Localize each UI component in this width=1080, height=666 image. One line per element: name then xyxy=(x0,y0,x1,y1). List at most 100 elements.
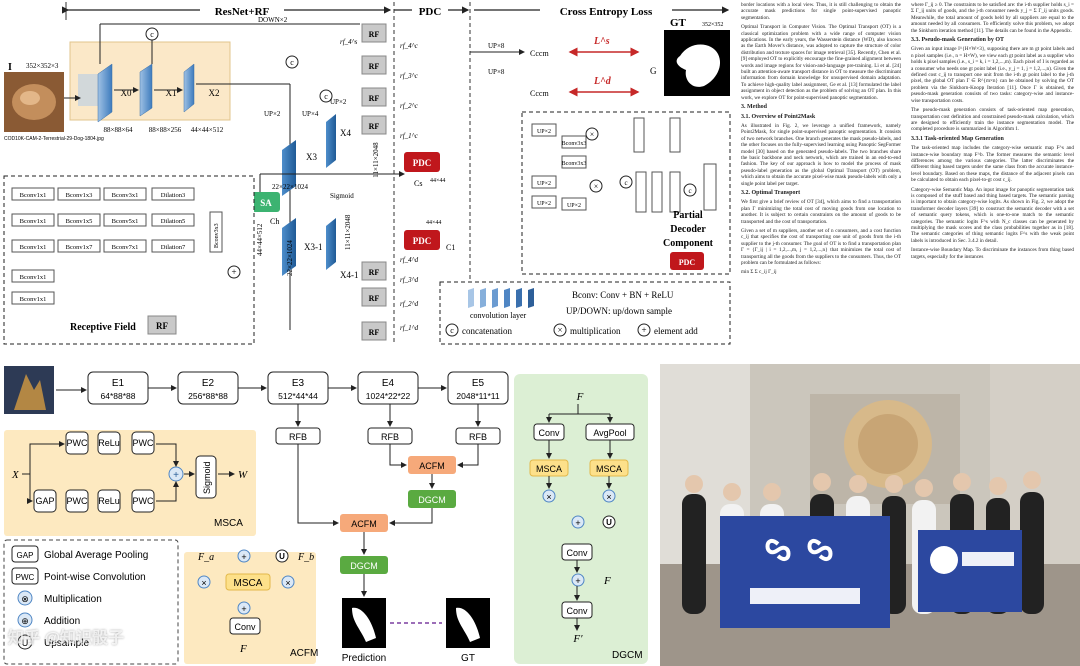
encoder-dims: 64*88*88 xyxy=(101,391,136,401)
rf-boxes-top: RF RF RF RF xyxy=(361,23,387,135)
msca-gap: GAP xyxy=(35,496,54,506)
legend-updown: UP/DOWN: up/down sample xyxy=(566,306,672,316)
svg-text:×: × xyxy=(285,578,290,588)
rf-feat-3d: rf_3^d xyxy=(400,276,419,284)
dgcm-f: F xyxy=(603,575,611,587)
rf-node-label: Bconv1x7 xyxy=(66,244,93,251)
framework-diagram: ResNet+RF PDC Cross Entropy Loss I 352×3… xyxy=(0,0,735,348)
rf-node-label: Bconv1x1 xyxy=(20,218,47,225)
msca-title: MSCA xyxy=(214,518,243,529)
msca-x: X xyxy=(11,469,20,481)
legend-text: Point-wise Convolution xyxy=(44,572,146,583)
enc-x2: X2 xyxy=(209,88,220,98)
gt-label: GT xyxy=(670,17,687,29)
rf-feat-1d: rf_1^d xyxy=(400,324,419,332)
acfm-2: ACFM xyxy=(351,519,377,529)
rf-t2: RF xyxy=(369,62,380,71)
paper-paragraph: The pseudo-mask generation consists of t… xyxy=(911,107,1074,133)
section-pdc: PDC xyxy=(419,6,442,18)
legend-bconv: Bconv: Conv + BN + ReLU xyxy=(572,290,674,300)
acfm-f: F xyxy=(239,643,247,655)
paper-page: border locations with a local view. Thus… xyxy=(737,0,1080,358)
pdc-n1: UP×2 xyxy=(537,129,551,135)
dgcm-f-out: F′ xyxy=(572,633,583,645)
legend-key: PWC xyxy=(16,573,35,582)
pdc-title-1: Partial xyxy=(673,210,703,221)
pdc-n6: Bconv3x3 xyxy=(562,161,587,167)
acfm-conv: Conv xyxy=(234,622,256,632)
dim-x3: 22×22×1024 xyxy=(272,183,308,191)
svg-text:c: c xyxy=(624,179,627,187)
pdc-bot-label: PDC xyxy=(413,236,432,246)
rf-node-label: Bconv1x5 xyxy=(66,218,93,225)
legend-text: Global Average Pooling xyxy=(44,550,148,561)
encoder-name: E2 xyxy=(202,378,215,389)
paper-heading: 3.3.1 Task-oriented Map Generation xyxy=(911,135,1004,142)
legend-text: Upsample xyxy=(44,638,89,649)
encoder-dims: 256*88*88 xyxy=(188,391,228,401)
pdc-top-label: PDC xyxy=(413,158,432,168)
rf-node-box xyxy=(11,213,55,227)
paper-paragraph: Category-wise Semantic Map. An input ima… xyxy=(911,186,1074,244)
ld-label: L^d xyxy=(593,76,612,87)
dim-x41: 11×11×2048 xyxy=(344,214,352,250)
rf-node-label: Bconv5x1 xyxy=(112,218,139,225)
up-1: UP×2 xyxy=(264,110,281,118)
rf-node-label: Dilation5 xyxy=(161,218,186,225)
svg-text:+: + xyxy=(231,267,236,277)
rf-b2: RF xyxy=(369,294,380,303)
rf-t4: RF xyxy=(369,122,380,131)
rf-feat-2d: rf_2^d xyxy=(400,300,419,308)
paper-heading: 3. Method xyxy=(741,104,767,111)
rf-node-label: Bconv1x1 xyxy=(20,274,47,281)
legend-layer: convolution layer xyxy=(470,311,527,320)
svg-text:×: × xyxy=(606,492,611,502)
paper-col-2: where Γ_ij ≥ 0. The constraints to be sa… xyxy=(911,2,1074,263)
rf-b3: RF xyxy=(369,328,380,337)
gt-size: 352×352 xyxy=(702,22,723,28)
svg-text:c: c xyxy=(324,92,328,101)
rf-feat-s: rf_4^s xyxy=(340,38,358,46)
dgcm-1: DGCM xyxy=(418,495,446,505)
ls-label: L^s xyxy=(593,36,610,47)
sa-label: SA xyxy=(260,198,272,208)
dgcm-conv-3: Conv xyxy=(566,606,588,616)
paper-heading: 3.1. Overview of Point2Mask xyxy=(741,113,816,120)
legend-mult: multiplication xyxy=(570,326,621,336)
rf-node-box xyxy=(11,239,55,253)
encoder-name: E1 xyxy=(112,378,125,389)
rf-node-box xyxy=(103,239,147,253)
dgcm-f-in: F xyxy=(576,391,584,403)
up-4: UP×8 xyxy=(488,42,505,50)
svg-text:c: c xyxy=(450,326,454,335)
rf-node-box xyxy=(11,291,55,305)
up-3: UP×2 xyxy=(330,98,347,106)
up-5: UP×8 xyxy=(488,68,505,76)
dgcm-2: DGCM xyxy=(350,561,378,571)
c1-label: C1 xyxy=(446,243,455,252)
legend-key: GAP xyxy=(17,551,34,560)
rf-t1: RF xyxy=(369,30,380,39)
dim-pdc1: 44×44 xyxy=(430,178,445,184)
rf-node-label: Bconv1x1 xyxy=(20,296,47,303)
section-loss: Cross Entropy Loss xyxy=(560,6,653,18)
pdc-n5: Bconv3x3 xyxy=(562,141,587,147)
rf-node-box xyxy=(151,187,195,201)
rfb-1: RFB xyxy=(289,432,307,442)
paper-paragraph: border locations with a local view. Thus… xyxy=(741,2,901,21)
rf-feat-1c: rf_1^c xyxy=(400,132,419,140)
rf-node-box xyxy=(11,187,55,201)
encoder-dims: 1024*22*22 xyxy=(366,391,411,401)
prediction-label: Prediction xyxy=(342,653,386,664)
cs-label: Cs xyxy=(414,179,422,188)
paper-col-1: border locations with a local view. Thus… xyxy=(741,2,901,279)
paper-paragraph: min Σ Σ c_ij Γ_ij xyxy=(741,269,777,276)
rfb-2: RFB xyxy=(381,432,399,442)
section-resnet: ResNet+RF xyxy=(215,6,270,18)
acfm-fb: F_b xyxy=(297,552,314,563)
pdc-n4: UP×2 xyxy=(567,203,581,209)
paper-paragraph: Instance-wise Boundary Map. To discrimin… xyxy=(911,247,1074,260)
rfb-3: RFB xyxy=(469,432,487,442)
